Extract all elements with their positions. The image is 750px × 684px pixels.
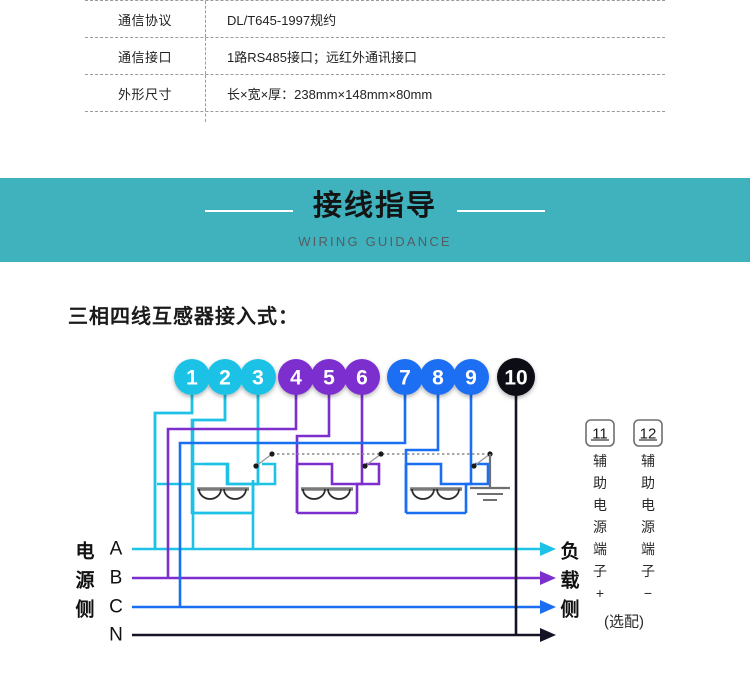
spec-value: 长×宽×厚：238mm×148mm×80mm [227, 86, 433, 102]
terminal-label-6: 6 [356, 367, 368, 390]
phase-letter-a: A [110, 539, 123, 560]
aux-note: (选配) [604, 614, 644, 631]
wire-group-phase-c [132, 393, 540, 609]
spec-table: 通信协议 DL/T645-1997规约 通信接口 1路RS485接口；远红外通讯… [85, 0, 665, 122]
table-row: 外形尺寸 长×宽×厚：238mm×148mm×80mm [85, 75, 665, 112]
ground-symbol [470, 454, 510, 501]
svg-text:侧: 侧 [75, 599, 94, 621]
phase-letter-b: B [110, 568, 123, 589]
banner-title: 接线指导 [312, 190, 437, 222]
load-arrows [540, 542, 556, 642]
load-side-label: 负 载 侧 [560, 540, 579, 621]
svg-text:辅: 辅 [641, 453, 655, 469]
terminal-label-7: 7 [399, 367, 411, 390]
banner-rule-left [204, 209, 293, 212]
wire-neutral [132, 393, 540, 637]
svg-text:电: 电 [75, 540, 94, 563]
svg-text:电: 电 [593, 497, 607, 513]
aux-terminal-12: 12 辅 助 电 源 端 子 − [633, 419, 663, 601]
terminal-label-5: 5 [323, 367, 335, 390]
svg-text:端: 端 [593, 541, 607, 557]
svg-text:11: 11 [592, 426, 608, 443]
terminal-label-3: 3 [252, 367, 264, 390]
earth-bus [253, 451, 493, 469]
wiring-guidance-banner: 接线指导 WIRING GUIDANCE [0, 178, 750, 262]
svg-text:助: 助 [641, 475, 655, 491]
terminal-label-4: 4 [290, 367, 302, 390]
wire-group-phase-a [153, 395, 260, 549]
svg-text:源: 源 [75, 569, 94, 592]
banner-subtitle: WIRING GUIDANCE [298, 234, 452, 249]
terminal-circle-2 [207, 359, 243, 395]
source-side-label: 电 源 侧 [75, 540, 94, 621]
svg-text:子: 子 [593, 563, 607, 579]
terminal-circle-4 [278, 359, 314, 395]
terminal-circle-6 [344, 359, 380, 395]
aux-terminal-11-label: 辅 助 电 源 端 子 + [593, 453, 607, 601]
aux-terminal-12-label: 辅 助 电 源 端 子 − [641, 453, 655, 601]
svg-text:源: 源 [593, 519, 607, 535]
svg-text:12: 12 [640, 426, 657, 443]
terminal-label-1: 1 [186, 367, 198, 390]
terminal-circle-7 [387, 359, 423, 395]
terminal-circle-10 [497, 358, 535, 396]
spec-label: 通信协议 [117, 12, 172, 28]
terminal-circle-1 [174, 359, 210, 395]
spec-label: 通信接口 [117, 49, 172, 65]
spec-label: 外形尺寸 [117, 86, 172, 102]
svg-text:侧: 侧 [560, 599, 579, 621]
terminal-label-8: 8 [432, 367, 444, 390]
terminal-circle-3 [240, 359, 276, 395]
svg-text:助: 助 [593, 475, 607, 491]
banner-rule-right [457, 209, 545, 212]
svg-text:+: + [596, 585, 604, 601]
terminal-circle-9 [453, 359, 489, 395]
svg-text:辅: 辅 [593, 453, 607, 469]
terminal-label-2: 2 [219, 367, 231, 390]
svg-text:电: 电 [641, 497, 655, 513]
svg-text:子: 子 [641, 563, 655, 579]
spec-value: DL/T645-1997规约 [227, 12, 337, 28]
spec-value: 1路RS485接口；远红外通讯接口 [227, 49, 417, 65]
svg-text:源: 源 [641, 519, 655, 535]
terminal-circle-8 [420, 359, 456, 395]
aux-terminal-11: 11 辅 助 电 源 端 子 + [585, 419, 615, 601]
svg-text:端: 端 [641, 541, 655, 557]
column-divider [205, 75, 206, 111]
wiring-diagram: 1 2 3 4 5 6 7 8 9 10 A B C N 电 源 侧 负 载 侧… [0, 340, 750, 670]
page-title: 三相四线互感器接入式： [68, 306, 299, 328]
banner-title-row: 接线指导 [0, 192, 750, 221]
svg-text:载: 载 [560, 569, 579, 592]
ct-assembly-b [301, 487, 353, 500]
terminal-circle-5 [311, 359, 347, 395]
ct-assembly-a [197, 487, 249, 500]
column-divider-tail [205, 108, 206, 122]
svg-text:负: 负 [560, 540, 579, 563]
ct-assembly-c [410, 487, 462, 500]
phase-letter-n: N [109, 625, 123, 646]
table-row: 通信协议 DL/T645-1997规约 [85, 0, 665, 38]
phase-letter-c: C [109, 597, 123, 618]
svg-text:−: − [644, 585, 652, 601]
terminal-label-9: 9 [465, 367, 477, 390]
column-divider [205, 38, 206, 74]
terminal-label-10: 10 [504, 367, 527, 390]
table-row: 通信接口 1路RS485接口；远红外通讯接口 [85, 38, 665, 75]
terminal-pins: 1 2 3 4 5 6 7 8 9 10 [174, 358, 535, 400]
column-divider [205, 1, 206, 37]
wire-phase-a-clean [132, 393, 540, 551]
